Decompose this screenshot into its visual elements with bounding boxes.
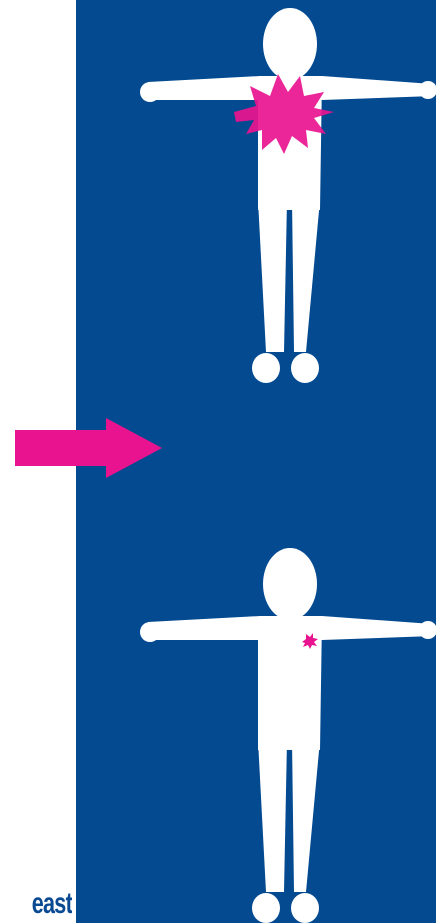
caption-text: east xyxy=(32,887,72,921)
human-figure-before xyxy=(140,8,436,383)
right-arrow-icon xyxy=(15,418,162,478)
human-figure-after xyxy=(140,548,436,923)
caption: east xyxy=(0,869,72,923)
